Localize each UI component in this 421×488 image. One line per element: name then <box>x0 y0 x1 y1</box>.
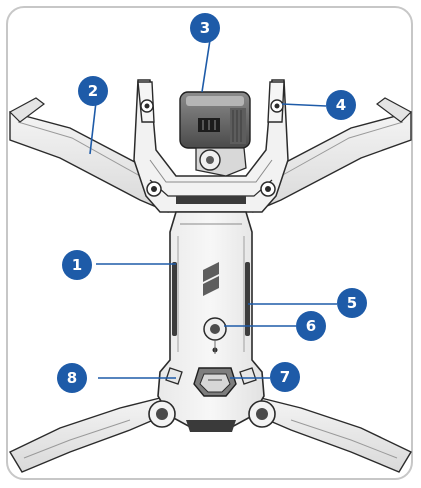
rear-right-motor <box>248 400 276 428</box>
rear-left-motor <box>148 400 176 428</box>
leader-line-2 <box>89 101 97 155</box>
callout-6: 6 <box>296 311 326 341</box>
callout-8: 8 <box>57 363 87 393</box>
rear-left-arm <box>9 397 174 473</box>
callout-5: 5 <box>337 288 367 318</box>
rear-legs <box>165 367 257 432</box>
leader-line-4 <box>281 103 327 107</box>
gimbal-camera <box>179 91 251 177</box>
bottom-sensor <box>203 317 227 354</box>
downward-vision-system <box>193 367 237 397</box>
leader-line-3 <box>201 39 211 93</box>
callout-4: 4 <box>326 90 356 120</box>
callout-7: 7 <box>270 362 300 392</box>
leader-lines <box>89 39 337 379</box>
right-front-leg <box>267 81 285 123</box>
callout-1: 1 <box>62 250 92 280</box>
left-front-leg <box>137 81 155 123</box>
callout-2: 2 <box>78 76 108 106</box>
callout-3: 3 <box>190 13 220 43</box>
front-frame <box>133 79 289 213</box>
front-right-arm <box>244 97 412 213</box>
